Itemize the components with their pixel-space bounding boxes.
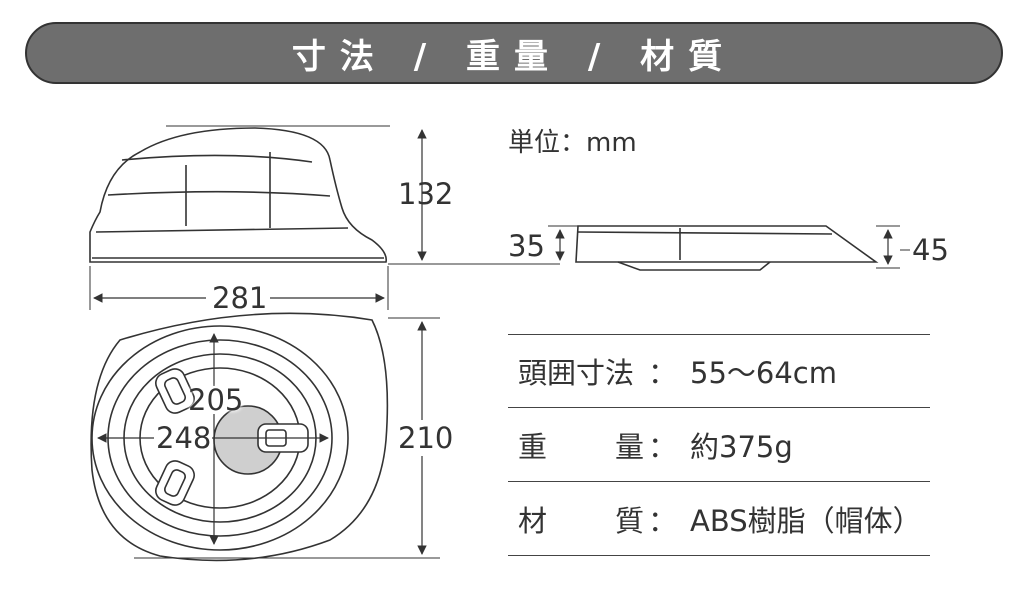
title-banner: 寸法 / 重量 / 材質 [25, 22, 1003, 84]
spec-row-material: 材 質 ： ABS樹脂（帽体） [508, 482, 930, 556]
spec-row-head-size: 頭囲寸法 ： 55～64cm [508, 334, 930, 408]
helmet-top-view [90, 312, 389, 562]
spec-colon: ： [648, 429, 678, 464]
spec-label-text-a: 重 [518, 429, 548, 464]
spec-value: 約375g [690, 429, 793, 464]
helmet-folded-view [575, 225, 879, 271]
helmet-side-view [89, 127, 388, 263]
spec-label: 材 質 [508, 498, 644, 540]
dim-inner-length: 205 [188, 383, 244, 417]
spec-label: 重 量 [508, 424, 644, 466]
spec-colon: ： [648, 503, 678, 538]
spec-label: 頭囲寸法 [508, 350, 644, 392]
dim-height-folded: 35 [508, 229, 545, 263]
unit-label: 単位：mm [508, 128, 637, 158]
dim-height-folded-edge: 45 [912, 233, 949, 267]
spec-value: 55～64cm [690, 356, 837, 390]
dim-depth: 210 [398, 421, 454, 455]
spec-label-text-b: 質 [614, 503, 644, 538]
dim-width: 281 [212, 281, 268, 315]
spec-label-text: 頭囲寸法 [518, 356, 635, 390]
spec-label-text-b: 量 [614, 429, 644, 464]
spec-label-text-a: 材 [518, 503, 548, 538]
page-title: 寸法 / 重量 / 材質 [291, 36, 737, 77]
spec-row-weight: 重 量 ： 約375g [508, 408, 930, 482]
dim-height-total: 132 [398, 177, 454, 211]
spec-table: 頭囲寸法 ： 55～64cm 重 量 ： 約375g 材 質 ： ABS樹脂（帽… [508, 334, 930, 556]
dim-inner-width: 248 [156, 421, 212, 455]
spec-value: ABS樹脂（帽体） [690, 503, 922, 538]
spec-colon: ： [648, 356, 678, 390]
